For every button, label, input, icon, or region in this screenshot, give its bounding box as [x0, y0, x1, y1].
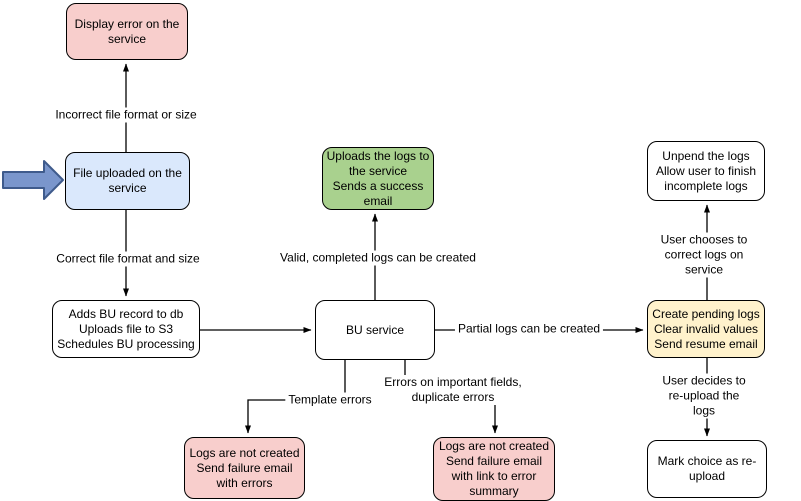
node-uploads-logs-success-label: Uploads the logs to the service Sends a … [326, 148, 430, 208]
node-unpend-logs: Unpend the logs Allow user to finish inc… [647, 141, 765, 201]
node-logs-not-created-with-errors-label: Logs are not created Send failure email … [189, 445, 300, 490]
node-create-pending-logs: Create pending logs Clear invalid values… [647, 300, 765, 358]
node-mark-reupload: Mark choice as re- upload [647, 440, 767, 498]
node-bu-service-label: BU service [345, 322, 404, 337]
entry-arrow-icon [2, 160, 64, 200]
edge-label-incorrect-format: Incorrect file format or size [52, 107, 200, 123]
node-file-uploaded: File uploaded on the service [65, 152, 190, 210]
node-logs-not-created-error-summary: Logs are not created Send failure email … [433, 437, 555, 501]
node-unpend-logs-label: Unpend the logs Allow user to finish inc… [655, 148, 757, 193]
node-logs-not-created-with-errors: Logs are not created Send failure email … [184, 437, 305, 499]
edge-label-valid-completed: Valid, completed logs can be created [277, 250, 479, 266]
node-adds-bu-record-label: Adds BU record to db Uploads file to S3 … [57, 306, 195, 351]
node-mark-reupload-label: Mark choice as re- upload [657, 454, 757, 483]
edge-label-user-decides: User decides to re-upload the logs [655, 373, 753, 419]
edge-label-errors-important: Errors on important fields, duplicate er… [381, 375, 525, 405]
node-adds-bu-record: Adds BU record to db Uploads file to S3 … [52, 300, 200, 358]
edge-label-partial-logs: Partial logs can be created [454, 321, 604, 337]
node-bu-service: BU service [315, 300, 435, 360]
node-uploads-logs-success: Uploads the logs to the service Sends a … [322, 147, 434, 210]
node-display-error: Display error on the service [66, 3, 188, 60]
edge-label-correct-format: Correct file format and size [53, 251, 203, 267]
node-display-error-label: Display error on the service [74, 16, 180, 46]
node-file-uploaded-label: File uploaded on the service [73, 166, 182, 195]
node-create-pending-logs-label: Create pending logs Clear invalid values… [652, 306, 760, 351]
edge-label-template-errors: Template errors [285, 392, 375, 408]
node-logs-not-created-error-summary-label: Logs are not created Send failure email … [438, 439, 550, 498]
edge-label-user-chooses: User chooses to correct logs on service [655, 232, 753, 278]
